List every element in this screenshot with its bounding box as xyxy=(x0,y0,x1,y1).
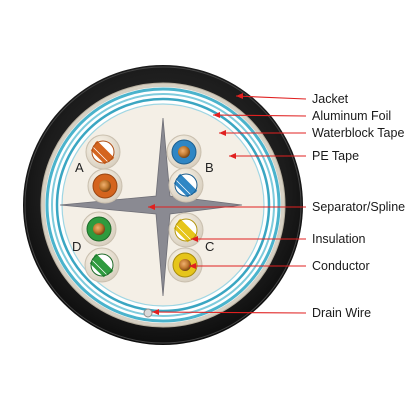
callout-insulation: Insulation xyxy=(312,232,366,246)
pair-c-letter: C xyxy=(205,239,214,254)
callout-labels: Jacket Aluminum Foil Waterblock Tape PE … xyxy=(312,92,405,320)
leader-aluminum-foil-arrowhead xyxy=(213,112,220,118)
pair-d-striped-insulation xyxy=(89,253,114,278)
callout-jacket: Jacket xyxy=(312,92,349,106)
pair-b-letter: B xyxy=(205,160,214,175)
leader-conductor-arrowhead xyxy=(189,263,196,269)
pair-b: B xyxy=(166,134,214,203)
pair-c-striped-insulation xyxy=(173,218,198,243)
pair-d: D xyxy=(72,211,120,283)
pair-d-conductor xyxy=(93,223,105,235)
leader-drain-wire-arrowhead xyxy=(152,309,159,315)
leader-insulation-arrowhead xyxy=(191,236,198,242)
pair-a: A xyxy=(75,134,123,204)
leader-waterblock-tape-arrowhead xyxy=(219,130,226,136)
pair-a-conductor xyxy=(99,180,111,192)
leader-separator-spline-arrowhead xyxy=(148,204,155,210)
leader-aluminum-foil xyxy=(212,114,307,117)
callout-drain-wire: Drain Wire xyxy=(312,306,371,320)
pair-a-striped-insulation xyxy=(90,140,115,165)
callout-waterblock-tape: Waterblock Tape xyxy=(312,126,404,140)
leader-drain-wire xyxy=(151,311,307,314)
callout-pe-tape: PE Tape xyxy=(312,149,359,163)
callout-conductor: Conductor xyxy=(312,259,370,273)
callout-aluminum-foil: Aluminum Foil xyxy=(312,109,391,123)
pair-b-striped-insulation xyxy=(173,173,198,198)
pair-b-conductor xyxy=(178,146,190,158)
pair-d-letter: D xyxy=(72,239,81,254)
pair-c-conductor xyxy=(179,259,191,271)
leader-pe-tape-arrowhead xyxy=(229,153,236,159)
drain-wire xyxy=(143,308,153,318)
leader-jacket xyxy=(235,95,307,100)
leader-lines xyxy=(148,93,307,315)
leader-jacket-arrowhead xyxy=(236,93,243,99)
pair-a-letter: A xyxy=(75,160,84,175)
callout-separator-spline: Separator/Spline xyxy=(312,200,405,214)
